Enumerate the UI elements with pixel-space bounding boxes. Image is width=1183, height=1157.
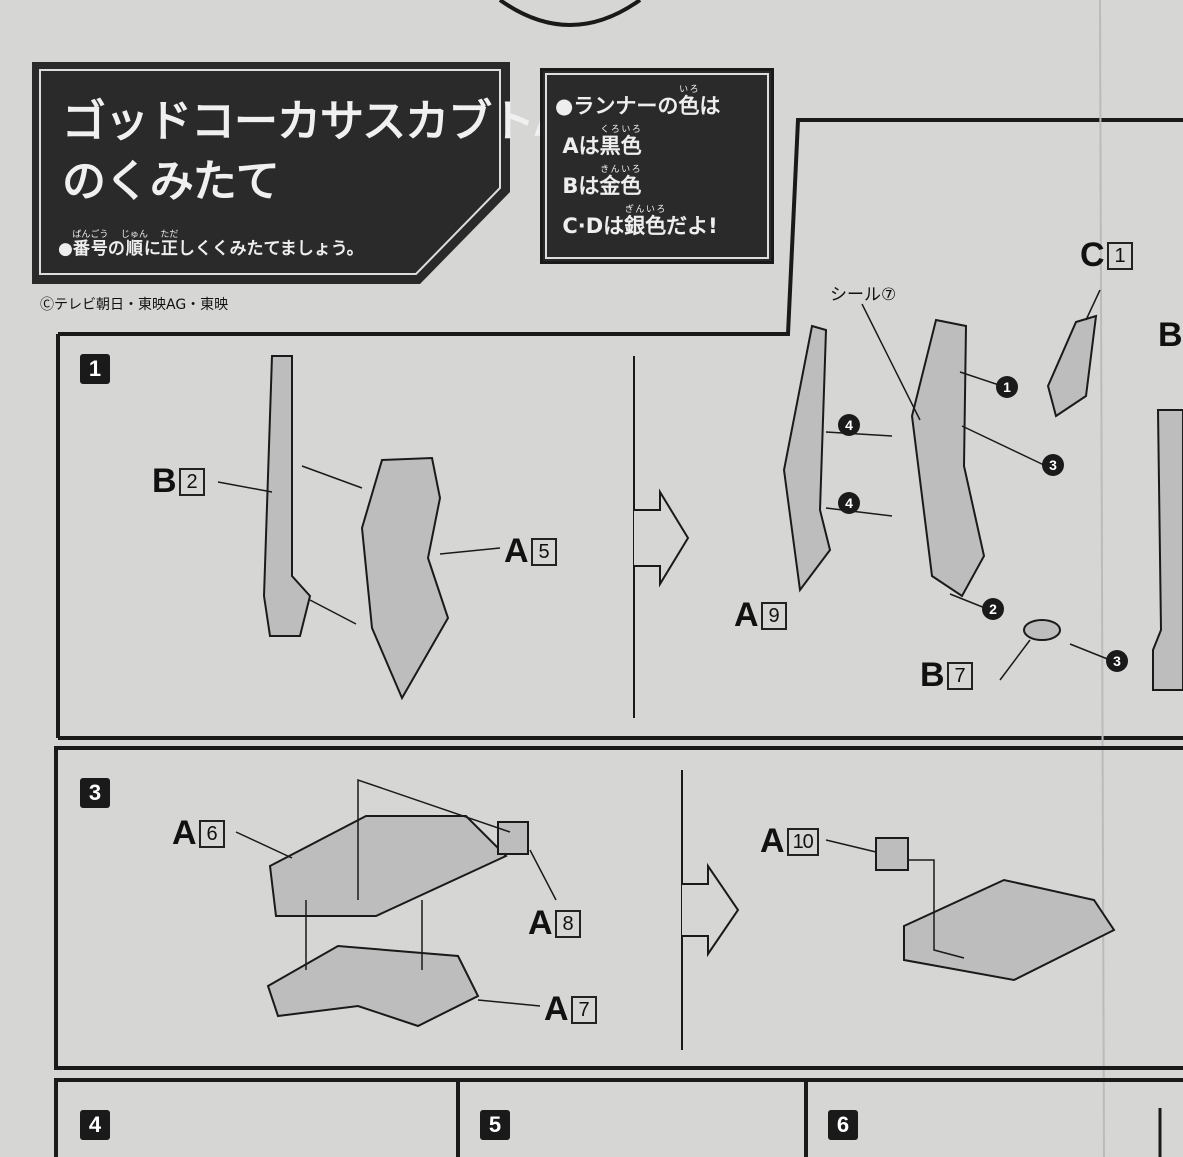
part-number: 8 xyxy=(554,909,581,938)
part-c1 xyxy=(1046,314,1098,418)
text: だよ! xyxy=(666,214,718,238)
part-b-right xyxy=(1152,409,1183,691)
page-title: ゴッドコーカサスカブトA のくみたて xyxy=(62,92,568,212)
furigana: ばんごう xyxy=(72,230,109,240)
part-number: 10 xyxy=(786,827,819,856)
title-banner-shape xyxy=(32,62,510,284)
runner-line-4: C·Dは銀色ぎんいろだよ! xyxy=(555,205,761,245)
order-marker-4: 4 xyxy=(838,414,860,436)
text: に xyxy=(143,239,161,259)
runner-letter: A xyxy=(528,904,553,942)
runner-line-1: ●ランナーの色いろは xyxy=(555,85,761,125)
furigana: きんいろ xyxy=(599,165,642,175)
order-marker-3: 3 xyxy=(1042,454,1064,476)
runner-line-3: Bは金色きんいろ xyxy=(555,165,761,205)
bullet: ● xyxy=(58,239,73,259)
part-b2 xyxy=(262,355,312,637)
part-a7 xyxy=(266,944,480,1028)
runner-color-box: ●ランナーの色いろは Aは黒色くろいろ Bは金色きんいろ C·Dは銀色ぎんいろだ… xyxy=(540,68,774,264)
title-line-2: のくみたて xyxy=(62,156,280,207)
part-a6 xyxy=(268,815,508,917)
part-label-b-cut: B xyxy=(1158,316,1183,355)
runner-letter: A xyxy=(504,532,529,570)
part-center xyxy=(910,318,986,598)
runner-letter: A xyxy=(172,814,197,852)
text: Aは xyxy=(562,134,600,158)
furigana: くろいろ xyxy=(599,125,642,135)
step-number-1: 1 xyxy=(80,354,110,384)
part-number: 2 xyxy=(178,467,205,496)
furigana: ぎんいろ xyxy=(624,205,667,215)
text: 黒色 xyxy=(599,134,642,158)
runner-letter: A xyxy=(544,990,569,1028)
order-marker-4b: 4 xyxy=(838,492,860,514)
text: 順 xyxy=(120,239,148,259)
part-a10-base xyxy=(903,878,1116,982)
runner-letter: C xyxy=(1080,236,1105,274)
order-marker-2: 2 xyxy=(982,598,1004,620)
order-marker-1: 1 xyxy=(996,376,1018,398)
part-a5 xyxy=(360,456,450,701)
runner-letter: A xyxy=(734,596,759,634)
part-number: 5 xyxy=(530,537,557,566)
furigana: じゅん xyxy=(120,230,148,240)
text: 金色 xyxy=(599,174,642,198)
runner-letter: B xyxy=(920,656,945,694)
text: の xyxy=(107,239,125,259)
text: Bは xyxy=(562,174,600,198)
text: しくくみたてましょう。 xyxy=(177,239,364,259)
title-line-1: ゴッドコーカサスカブトA xyxy=(62,96,568,147)
text: 銀色 xyxy=(624,214,667,238)
text: 色 xyxy=(678,94,700,118)
step-number-3: 3 xyxy=(80,778,110,808)
part-number: 1 xyxy=(1106,241,1133,270)
copyright: Ⓒテレビ朝日・東映AG・東映 xyxy=(40,297,229,313)
runner-line-2: Aは黒色くろいろ xyxy=(555,125,761,165)
sticker-label: シール⑦ xyxy=(830,285,897,305)
step-number-6: 6 xyxy=(828,1110,858,1140)
runner-letter: A xyxy=(760,822,785,860)
runner-letter: B xyxy=(1158,316,1183,354)
part-number: 9 xyxy=(760,601,787,630)
text: C·Dは xyxy=(562,214,625,238)
runner-letter: B xyxy=(152,462,177,500)
part-number: 7 xyxy=(570,995,597,1024)
part-number: 6 xyxy=(198,819,225,848)
furigana: ただ xyxy=(160,230,179,240)
assembly-instruction: ●番号ばんごうの順じゅんに正ただしくくみたてましょう。 xyxy=(58,230,364,259)
furigana: いろ xyxy=(678,85,700,95)
step-number-4: 4 xyxy=(80,1110,110,1140)
text: 正 xyxy=(160,239,179,259)
order-marker-3b: 3 xyxy=(1106,650,1128,672)
text: ●ランナーの xyxy=(555,94,679,118)
step-number-5: 5 xyxy=(480,1110,510,1140)
title-banner xyxy=(32,62,510,284)
part-a8 xyxy=(497,821,529,855)
text: は xyxy=(699,94,721,118)
part-a10 xyxy=(875,837,909,871)
part-number: 7 xyxy=(946,661,973,690)
text: 番号 xyxy=(72,239,109,259)
part-b7 xyxy=(1023,619,1061,641)
part-a9 xyxy=(782,324,832,593)
